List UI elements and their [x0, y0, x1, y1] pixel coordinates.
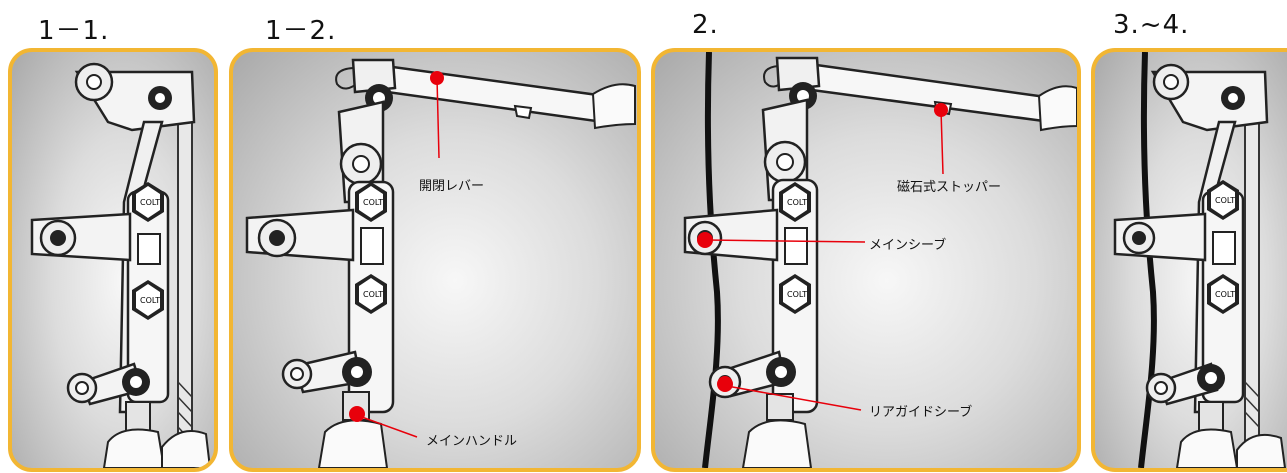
marker-main-handle	[349, 406, 365, 422]
panel-step-1-1: COLT COLT	[8, 48, 218, 472]
callout-lever: 開閉レバー	[419, 179, 485, 194]
step-label-3-4: 3.~4.	[1113, 10, 1190, 40]
brand-text: COLT	[363, 290, 383, 299]
callout-magnetic-stopper: 磁石式ストッパー	[897, 180, 1002, 195]
callout-main-sheave: メインシーブ	[869, 238, 947, 253]
marker-magnetic-stopper	[934, 103, 948, 117]
device-illustration-3-4: COLT COLT	[1113, 52, 1287, 468]
brand-text: COLT	[787, 290, 807, 299]
device-illustration-1-1: COLT COLT	[30, 62, 212, 468]
step-label-1-2: 1－2.	[265, 16, 337, 46]
brand-text: COLT	[140, 198, 160, 207]
brand-text: COLT	[363, 198, 383, 207]
brand-text: COLT	[140, 296, 160, 305]
brand-text: COLT	[1215, 196, 1235, 205]
step-label-2: 2.	[692, 10, 719, 40]
device-illustration-2: COLT COLT	[683, 52, 1077, 468]
brand-text: COLT	[1215, 290, 1235, 299]
marker-main-sheave	[697, 232, 713, 248]
callout-rear-guide-sheave: リアガイドシーブ	[869, 405, 973, 420]
device-illustration-1-2: COLT COLT	[245, 58, 636, 468]
marker-lever	[430, 71, 444, 85]
panel-step-1-2: COLT COLT 開閉レバー メインハンドル	[229, 48, 641, 472]
panel-step-2: COLT COLT 磁石式ストッパー メインシーブ リアガイドシーブ	[651, 48, 1081, 472]
brand-text: COLT	[787, 198, 807, 207]
step-label-1-1: 1－1.	[38, 16, 110, 46]
panel-step-3-4: COLT COLT	[1091, 48, 1287, 472]
callout-main-handle: メインハンドル	[426, 434, 518, 449]
marker-rear-guide-sheave	[717, 376, 733, 392]
